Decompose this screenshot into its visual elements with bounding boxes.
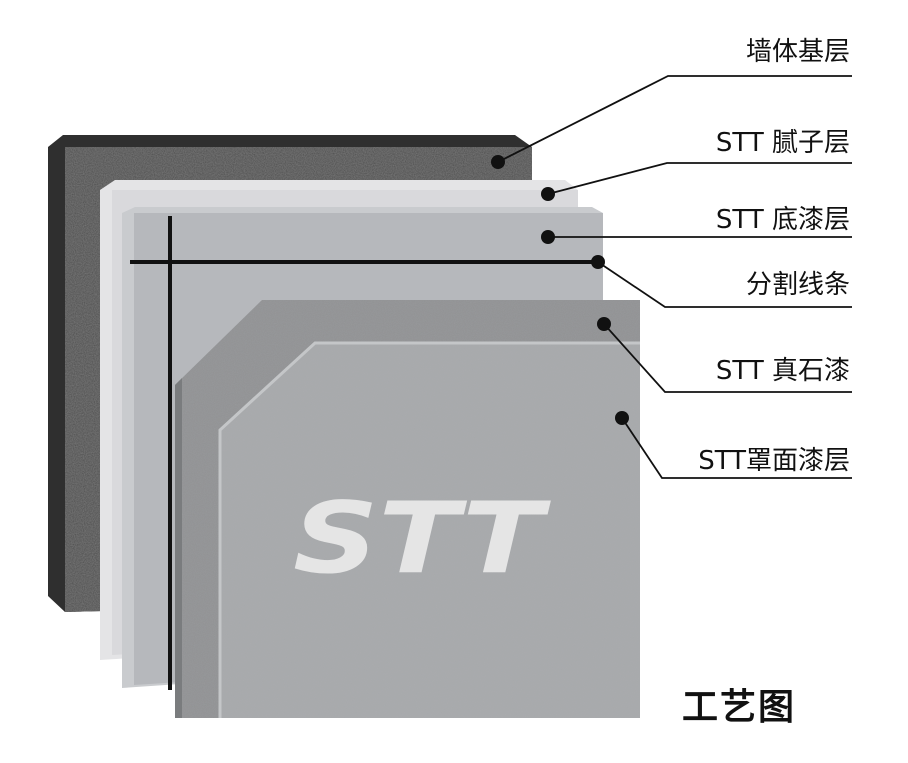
label-wall-base: 墙体基层 <box>745 37 850 67</box>
leader-dividing-line <box>597 261 852 308</box>
dot-putty <box>541 187 555 201</box>
panel-logo: STT <box>293 482 552 596</box>
label-primer: STT 底漆层 <box>715 205 850 235</box>
label-topcoat: STT罩面漆层 <box>698 446 850 476</box>
leader-wall-base <box>497 75 852 163</box>
dot-primer <box>541 230 555 244</box>
label-putty: STT 腻子层 <box>715 128 850 158</box>
dividing-lines <box>130 216 600 690</box>
leader-putty <box>547 162 852 195</box>
label-dividing-line: 分割线条 <box>745 270 850 300</box>
leader-dots <box>491 155 629 425</box>
dot-wall-base <box>491 155 505 169</box>
leader-topcoat <box>621 417 852 479</box>
dot-dividing-line <box>591 255 605 269</box>
dot-topcoat <box>615 411 629 425</box>
caption-title: 工艺图 <box>682 687 797 728</box>
topcoat-layer <box>218 341 640 718</box>
leader-stone-paint <box>603 323 852 393</box>
dot-stone-paint <box>597 317 611 331</box>
label-stone-paint: STT 真石漆 <box>715 356 850 386</box>
leader-lines <box>497 75 852 479</box>
